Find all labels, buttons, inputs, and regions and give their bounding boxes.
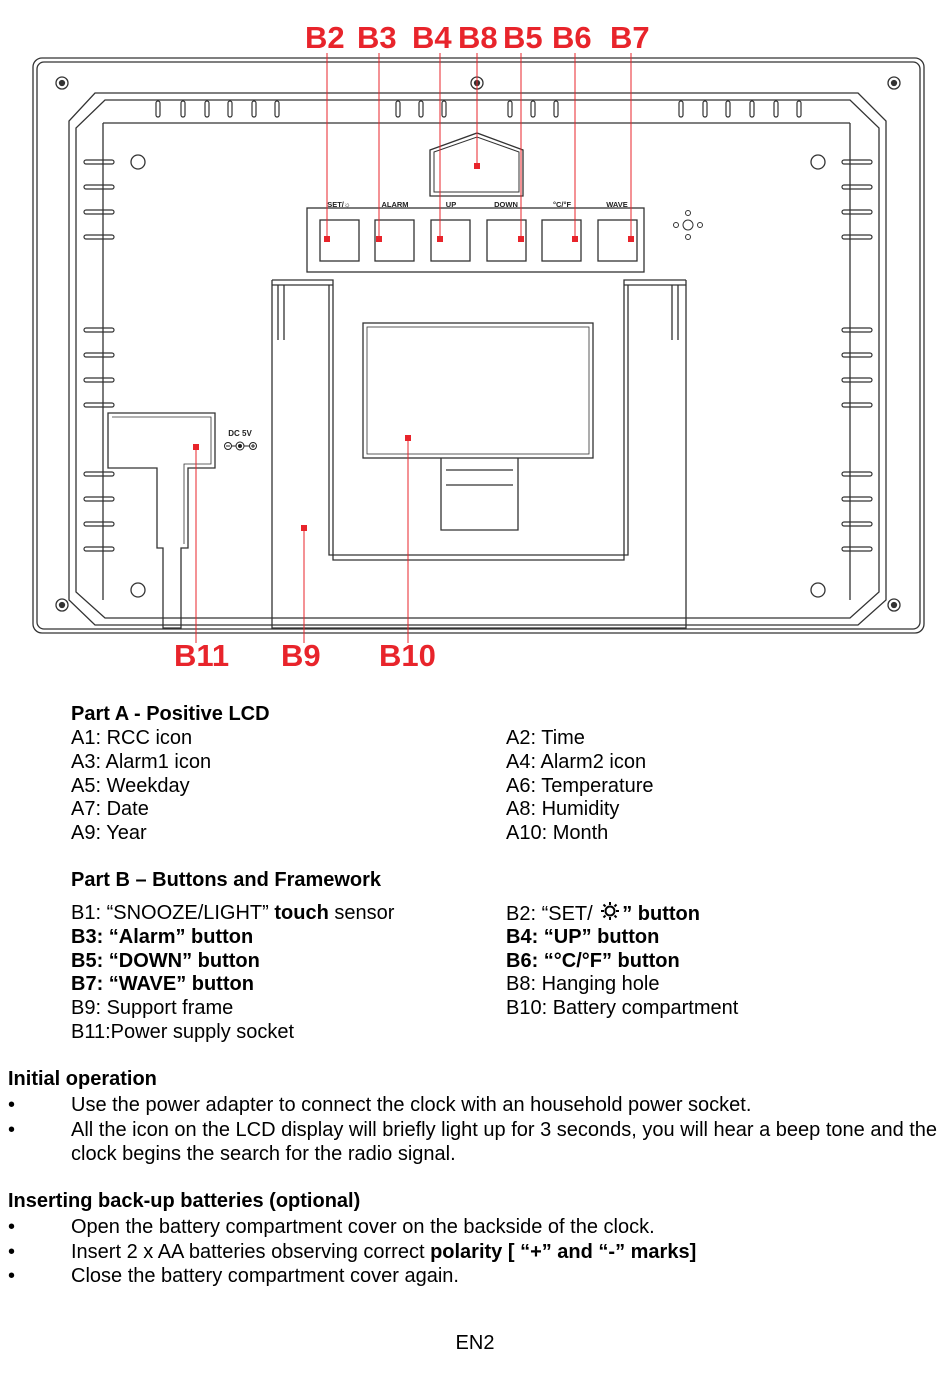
part-b-item-b11: B11:Power supply socket (71, 1020, 295, 1043)
initial-operation-list: • Use the power adapter to connect the c… (8, 1093, 943, 1167)
part-b-item-b5: B5: “DOWN” button (71, 949, 260, 972)
hanging-hole (429, 132, 524, 197)
part-a-title: Part A - Positive LCD (71, 703, 270, 725)
button-label-wave: WAVE (606, 200, 628, 209)
callout-b10: B10 (379, 638, 436, 673)
clock-back-diagram: SET/☼ ALARM UP DOWN °C/°F WAVE DC 5 (32, 20, 925, 673)
button-panel (306, 207, 645, 273)
part-b-section: Part B – Buttons and Framework B1: “SNOO… (71, 869, 866, 1045)
list-item: • Open the battery compartment cover on … (8, 1216, 655, 1238)
part-b-item-b9: B9: Support frame (71, 997, 234, 1020)
button-label-unit: °C/°F (553, 200, 571, 209)
part-b-item-b6: B6: “°C/°F” button (506, 949, 680, 972)
bullet-icon: • (8, 1094, 16, 1116)
button-label-alarm: ALARM (381, 200, 408, 209)
side-vents (83, 159, 873, 552)
list-item: • Insert 2 x AA batteries observing corr… (8, 1240, 697, 1263)
part-b-item-b7: B7: “WAVE” button (71, 973, 254, 996)
part-a-item: A3: Alarm1 icon (71, 750, 212, 773)
list-item: • All the icon on the LCD display will b… (8, 1118, 938, 1166)
part-a-item: A2: Time (506, 727, 585, 749)
part-a-item: A5: Weekday (71, 774, 190, 797)
initial-operation-heading: Initial operation (8, 1068, 157, 1090)
bullet-icon: • (8, 1240, 16, 1263)
clock-back-drawing: SET/☼ ALARM UP DOWN °C/°F WAVE DC 5 (32, 53, 925, 643)
list-item: • Close the battery compartment cover ag… (8, 1265, 459, 1288)
part-a-item: A7: Date (71, 798, 149, 821)
button-label-down: DOWN (494, 200, 518, 209)
list-item: • Use the power adapter to connect the c… (8, 1094, 752, 1116)
battery-latch (440, 458, 519, 531)
inner-frame (68, 92, 887, 626)
callout-b3: B3 (357, 20, 397, 55)
callout-b11: B11 (174, 638, 230, 673)
panel-buttons (319, 219, 638, 262)
part-b-list: B1: “SNOOZE/LIGHT” touch sensor B2: “SET… (71, 902, 866, 1045)
part-a-item: A8: Humidity (506, 798, 620, 821)
callout-b8: B8 (458, 20, 498, 55)
backup-batteries-list: • Open the battery compartment cover on … (8, 1215, 943, 1289)
callout-b5: B5 (503, 20, 543, 55)
callout-b2: B2 (305, 20, 345, 55)
callout-b7: B7 (610, 20, 650, 55)
part-b-title: Part B – Buttons and Framework (71, 869, 382, 891)
part-b-item-b3: B3: “Alarm” button (71, 925, 254, 948)
part-a-item: A6: Temperature (506, 774, 654, 797)
page-number: EN2 (455, 1332, 495, 1354)
part-a-item: A10: Month (506, 822, 609, 845)
sun-icon (601, 902, 620, 920)
part-b-item-b4: B4: “UP” button (506, 925, 660, 948)
callout-b9: B9 (281, 638, 321, 673)
target-dots (193, 163, 634, 531)
callout-b6: B6 (552, 20, 592, 55)
support-frame (271, 279, 687, 629)
part-a-item: A1: RCC icon (71, 727, 193, 749)
polarity-symbol (224, 441, 257, 451)
part-b-item-b1: B1: “SNOOZE/LIGHT” touch sensor (71, 902, 395, 924)
part-a-list: A1: RCC icon A2: Time A3: Alarm1 icon A4… (71, 727, 866, 846)
part-b-item-b8: B8: Hanging hole (506, 973, 660, 996)
button-label-up: UP (446, 200, 456, 209)
part-b-item-b10: B10: Battery compartment (506, 997, 739, 1020)
leader-lines (195, 53, 632, 643)
outer-frame-inner (36, 61, 921, 630)
bullet-icon: • (8, 1216, 16, 1238)
power-socket-cover (107, 412, 216, 629)
part-a-item: A4: Alarm2 icon (506, 750, 647, 773)
outer-frame (32, 57, 925, 634)
bullet-icon: • (8, 1265, 16, 1288)
screws (55, 76, 901, 612)
battery-compartment (362, 322, 594, 459)
top-vents (155, 100, 802, 118)
part-a-item: A9: Year (71, 822, 147, 845)
callout-b4: B4 (412, 20, 452, 55)
button-label-set: SET/☼ (327, 200, 351, 209)
bullet-icon: • (8, 1118, 16, 1141)
backup-batteries-heading: Inserting back-up batteries (optional) (8, 1190, 361, 1212)
speaker-holes (673, 210, 703, 240)
part-a-section: Part A - Positive LCD A1: RCC icon A2: T… (71, 703, 866, 846)
part-b-item-b2: B2: “SET/ ” button (506, 902, 700, 925)
dc-label: DC 5V (228, 429, 252, 438)
